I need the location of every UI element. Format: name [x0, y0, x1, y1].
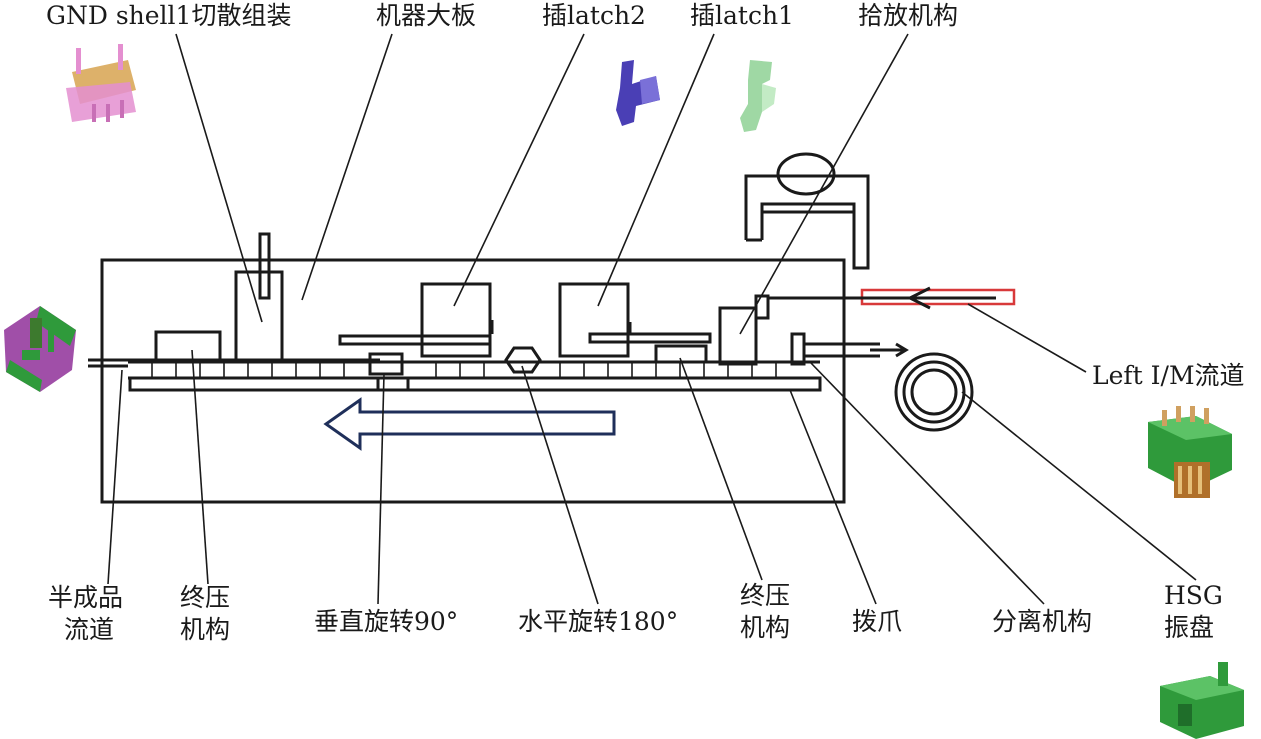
vertical-rotate-block: [368, 352, 404, 376]
flow-direction-arrow: [323, 397, 616, 451]
label-insert-latch2: 插latch2: [542, 1, 646, 30]
pick-place-station: [718, 306, 758, 366]
label-pick-place: 拾放机构: [858, 1, 958, 30]
latch1-part-icon: [740, 60, 776, 132]
horizontal-rotate-hex: [504, 346, 542, 374]
hsg-connector-icon: [1148, 406, 1232, 498]
pick-place-gantry: [744, 152, 870, 270]
latch2-station: [420, 282, 492, 358]
label-gnd-shell: GND shell1切散组装: [46, 1, 291, 30]
label-separation: 分离机构: [992, 607, 1092, 636]
label-final-press-right-2: 机构: [740, 613, 790, 642]
label-hsg-1: HSG: [1164, 581, 1223, 610]
machine-frame: [100, 258, 846, 504]
hsg-vibration-bowl: [870, 342, 974, 432]
lower-rail: [128, 376, 822, 392]
hsg-part-icon: [1160, 662, 1244, 739]
latch1-station: [558, 282, 630, 358]
label-left-im-track: Left I/M流道: [1092, 361, 1245, 390]
label-final-press-left-2: 机构: [180, 615, 230, 644]
label-final-press-left-1: 终压: [180, 583, 230, 612]
label-vertical-rotate: 垂直旋转90°: [314, 607, 458, 636]
latch2-part-icon: [616, 60, 660, 126]
separation-block: [790, 332, 806, 366]
label-semi-product-track-1: 半成品: [48, 583, 123, 612]
final-press-left: [154, 330, 222, 364]
label-horizontal-rotate: 水平旋转180°: [518, 607, 678, 636]
label-semi-product-track-2: 流道: [64, 615, 114, 644]
guide-bar-left: [338, 334, 492, 346]
label-insert-latch1: 插latch1: [690, 1, 794, 30]
label-final-press-right-1: 终压: [740, 581, 790, 610]
gnd-shell-punch: [258, 232, 271, 300]
gnd-shell-part-icon: [66, 44, 136, 122]
semi-product-part-icon: [4, 306, 76, 392]
leader-lines: [107, 33, 1197, 605]
guide-bar-right: [588, 332, 712, 344]
label-main-board: 机器大板: [376, 1, 476, 30]
label-pusher-claw: 拨爪: [852, 607, 902, 636]
label-hsg-2: 振盘: [1164, 613, 1214, 642]
